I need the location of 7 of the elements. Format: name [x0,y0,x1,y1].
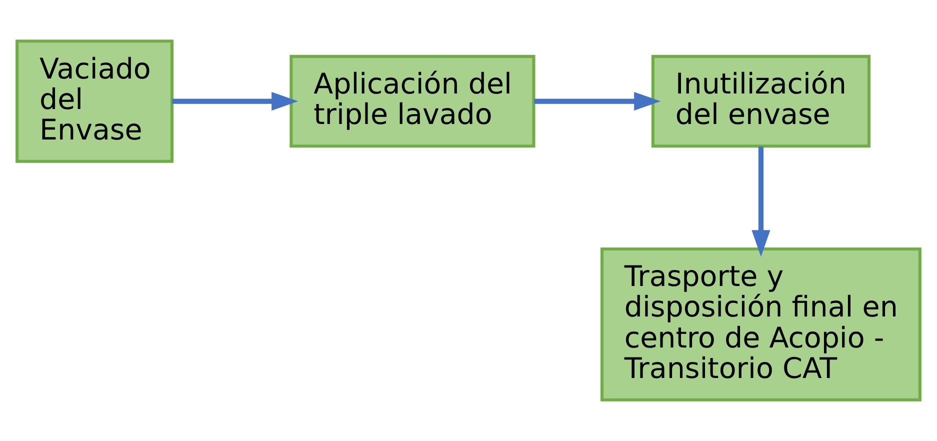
node-box: Inutilización del envase [651,54,870,148]
arrow [534,92,661,111]
node-box: Vaciado del Envase [16,40,174,163]
arrow [752,146,770,257]
arrow [172,92,298,111]
node-box: Trasporte y disposición final en centro de Acopio - Transitorio CAT [600,248,922,402]
node-box: Aplicación del triple lavado [290,54,536,148]
